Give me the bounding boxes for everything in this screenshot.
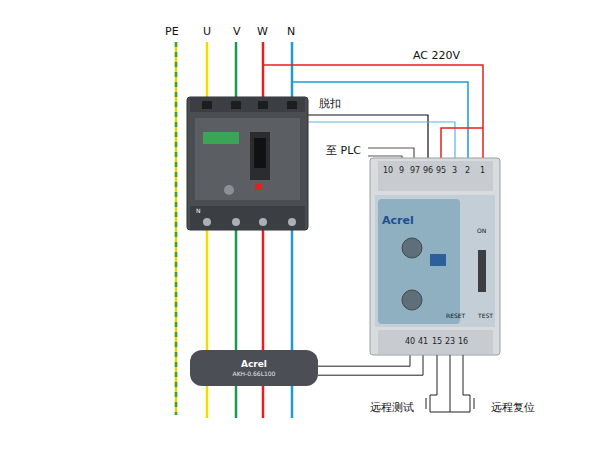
label: 10 [383,166,393,175]
breaker-tag [203,132,239,144]
terminal-hole [287,101,297,109]
relay-top-strip [378,161,493,191]
label: ON [477,228,486,235]
label: 23 [445,337,455,346]
breaker-body [187,97,308,230]
current-transformer: AcrelAKH-0.66L100 [190,350,318,386]
node-text: Acrel [382,214,414,227]
wire [463,355,464,395]
label: 2 [465,166,470,175]
node-text: Acrel [241,359,267,370]
breaker-top-terminals [190,98,305,112]
terminal-hole [202,101,212,109]
label: 15 [432,337,442,346]
jumper-wire [441,128,483,162]
reset-switch [450,395,470,412]
label: 远程测试 [370,402,414,415]
label: PE [165,26,179,39]
node-text: AKH-0.66L100 [233,370,276,377]
label: TEST [478,313,493,320]
breaker-knob [224,185,234,195]
relay-box: Acrel [370,158,500,355]
label: RESET [446,313,465,320]
breaker-face [195,118,300,200]
wire [450,355,451,412]
breaker-bottom-terminals [190,206,305,230]
signal-wire [318,355,423,375]
pe-wire [175,42,178,415]
breaker-handle-slot [250,132,270,180]
terminal-screw [203,218,211,226]
reset-switch-contact [474,398,475,409]
label: U [203,26,211,39]
breaker-handle [254,138,266,168]
pe-wire-stripe [175,42,178,415]
test-switch [430,395,450,412]
relay-knob [402,290,422,310]
relay-panel [378,199,460,324]
label: 远程复位 [491,402,535,415]
label: 脱扣 [319,98,341,111]
label: AC 220V [413,50,460,63]
label: 97 [410,166,420,175]
label: 96 [423,166,433,175]
label: 至 PLC [326,145,361,158]
label: 9 [399,166,404,175]
terminal-hole [258,101,268,109]
relay-face [375,195,495,327]
terminal-screw [288,218,296,226]
label: W [257,26,268,39]
led-bar [478,250,486,292]
label: 1 [480,166,485,175]
breaker-indicator [255,184,262,190]
relay-bottom-strip [378,330,493,354]
label: 3 [452,166,457,175]
relay-knob [402,238,422,258]
label: V [233,26,241,39]
test-switch-contact [426,398,427,409]
wire [437,355,438,395]
label: 41 [418,337,428,346]
relay-body [370,158,500,355]
terminal-hole [231,101,241,109]
terminal-screw [259,218,267,226]
label: 95 [436,166,446,175]
label: 16 [458,337,468,346]
trip-wire-b [308,122,455,162]
terminal-screw [232,218,240,226]
dip-switch [430,254,446,266]
label: N [287,26,295,39]
label: 40 [405,337,415,346]
label: N [196,208,201,215]
